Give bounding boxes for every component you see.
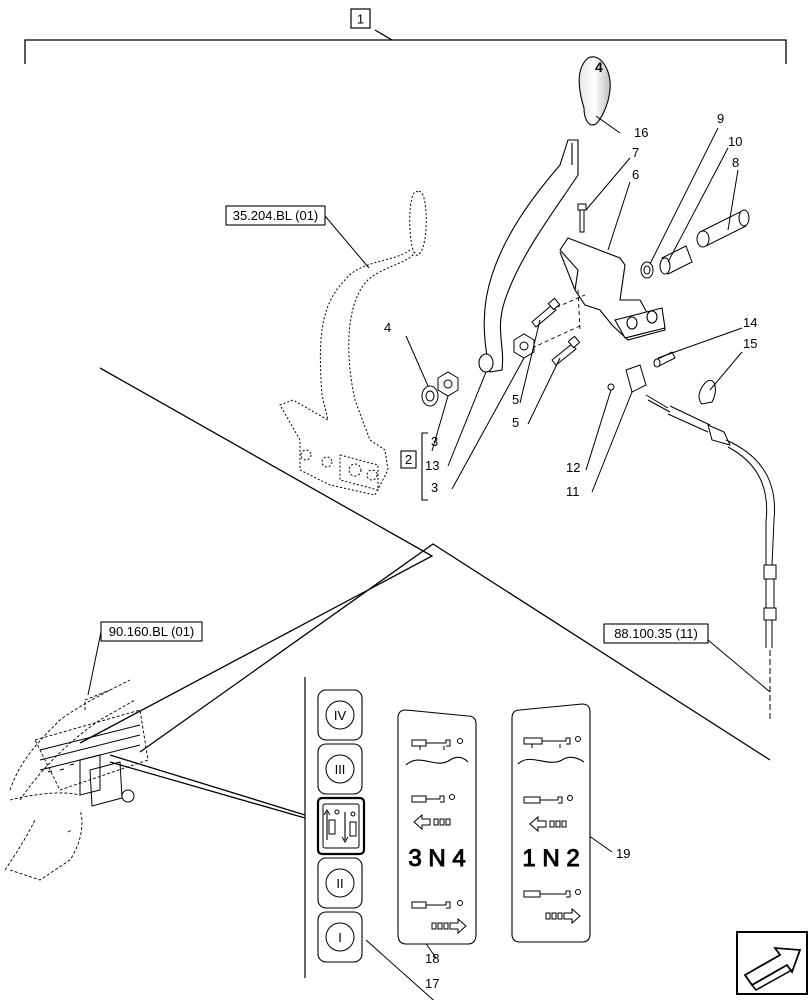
cab-ref-text: 90.160.BL (01) (109, 624, 195, 639)
shift-lever (478, 139, 579, 373)
gear-label-i: I (338, 930, 342, 945)
callout-16: 16 (634, 125, 648, 140)
decal-18-gear-text: 3 N 4 (408, 845, 465, 872)
lever-ref-text: 35.204.BL (01) (233, 208, 319, 223)
cab-ref-label: 90.160.BL (01) (87, 621, 203, 696)
callout-15: 15 (743, 336, 757, 351)
nav-arrow-icon[interactable] (736, 931, 808, 995)
callout-3a: 3 (431, 434, 438, 449)
reference-lever-dotted (279, 191, 427, 496)
bracket-axis-dashes (531, 289, 586, 349)
callout-14: 14 (743, 315, 757, 330)
gear-knob: 4 (578, 56, 611, 126)
bolt-5a (531, 297, 561, 328)
cab-sketch-dashed (4, 679, 149, 881)
decal-18-wave (405, 756, 469, 766)
callout-11: 11 (566, 484, 580, 499)
callout-10: 10 (728, 134, 742, 149)
decal-19-right-arrow-icon (545, 907, 581, 925)
subassembly-number: 2 (405, 452, 412, 467)
clip-15 (698, 379, 716, 405)
gear-button-panel: IV III II I (304, 677, 366, 978)
sleeve-10 (659, 245, 693, 275)
callout-5a: 5 (512, 392, 519, 407)
decal-19-gear-text: 1 N 2 (522, 845, 579, 872)
cable-ref-text: 88.100.35 (11) (614, 626, 698, 641)
gear-label-ii: II (336, 876, 343, 891)
split-pin-12 (607, 383, 615, 391)
decal-18-right-arrow-icon (431, 917, 467, 935)
gear-label-iii: III (335, 762, 346, 777)
bolt-7 (577, 203, 587, 233)
callout-9: 9 (717, 111, 724, 126)
gear-shift-button (316, 796, 366, 856)
subassembly-bracket (421, 432, 428, 501)
gear-label-iv: IV (334, 708, 347, 723)
callout-13: 13 (425, 458, 439, 473)
mounting-bracket (559, 237, 666, 341)
castle-nut-3a (437, 371, 459, 397)
callout-3b: 3 (431, 480, 438, 495)
gear-button-iii: III (317, 743, 363, 795)
knob-marking: 4 (595, 59, 603, 75)
callout-18: 18 (425, 951, 439, 966)
clevis-pin-14 (653, 351, 676, 368)
bolt-5b (551, 335, 581, 366)
decal-19-cylinder-mid-icon (523, 795, 573, 804)
cab-sketch-detail (39, 724, 141, 807)
assembly-number: 1 (357, 12, 364, 27)
callout-4: 4 (384, 320, 391, 335)
pin-8 (696, 209, 750, 248)
nut-4 (421, 385, 439, 407)
gear-button-iv: IV (317, 689, 363, 741)
decal-19-cylinder-low-icon (523, 889, 581, 898)
gear-button-ii: II (317, 857, 363, 909)
callout-8: 8 (732, 155, 739, 170)
cable-ref-label: 88.100.35 (11) (603, 623, 771, 693)
assembly-number-box: 1 (350, 8, 371, 29)
subassembly-number-box: 2 (400, 450, 417, 469)
castle-nut-3b (513, 333, 535, 359)
bushing-9 (640, 261, 654, 279)
assembly-bracket (24, 29, 787, 64)
callout-17: 17 (425, 976, 439, 991)
decal-19-cylinder-top-icon (523, 736, 581, 748)
decal-18-left-arrow-icon (413, 813, 451, 831)
decal-18-cylinder-top-icon (411, 738, 463, 750)
decal-18-cylinder-mid-icon (411, 794, 455, 803)
decal-19: 1 N 2 (511, 703, 591, 943)
callout-12: 12 (566, 460, 580, 475)
callout-7: 7 (632, 145, 639, 160)
callout-19: 19 (616, 846, 630, 861)
callout-5b: 5 (512, 415, 519, 430)
gear-button-i: I (317, 911, 363, 963)
guide-lines (79, 367, 771, 819)
decal-18: 3 N 4 (397, 709, 477, 945)
lever-ref-label: 35.204.BL (01) (225, 205, 370, 269)
callout-6: 6 (632, 167, 639, 182)
shift-cable (625, 364, 777, 720)
callout-numbers: 16 9 10 8 7 6 4 14 15 5 5 3 13 3 12 11 1… (384, 111, 757, 991)
decal-19-left-arrow-icon (529, 815, 567, 833)
decal-19-wave (517, 756, 585, 765)
decal-18-cylinder-low-icon (411, 900, 463, 909)
